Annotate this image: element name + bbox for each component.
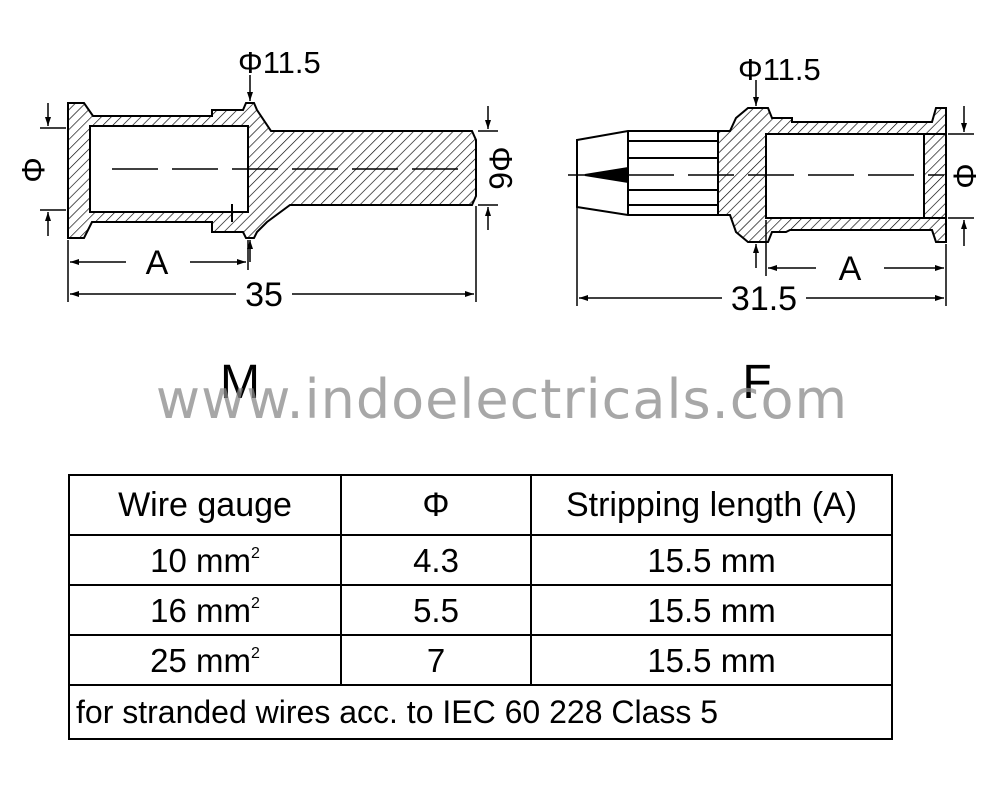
table-row: 16 mm2 5.5 15.5 mm [68, 584, 893, 636]
cell-phi: 7 [340, 634, 532, 686]
cell-wire-gauge: 16 mm2 [68, 584, 342, 636]
cell-stripping-length: 15.5 mm [530, 584, 893, 636]
wire-spec-table: Wire gauge Φ Stripping length (A) 10 mm2… [68, 474, 893, 740]
female-total-length-label: 31.5 [731, 280, 797, 318]
male-label: M [220, 356, 260, 409]
table-header-row: Wire gauge Φ Stripping length (A) [68, 474, 893, 536]
table-row: 10 mm2 4.3 15.5 mm [68, 534, 893, 586]
table-note-row: for stranded wires acc. to IEC 60 228 Cl… [68, 684, 893, 740]
female-strip-length-label: A [839, 250, 862, 288]
male-contact-drawing [40, 75, 498, 302]
male-pin-diameter-label: Φ6 [483, 146, 519, 189]
female-wire-diameter-label: Φ [947, 163, 983, 189]
cell-phi: 5.5 [340, 584, 532, 636]
female-flange-diameter-label: Φ11.5 [738, 52, 821, 87]
header-phi: Φ [340, 474, 532, 536]
cell-phi: 4.3 [340, 534, 532, 586]
watermark-text: www.indoelectricals.com [156, 368, 848, 431]
cell-wire-gauge: 25 mm2 [68, 634, 342, 686]
cell-stripping-length: 15.5 mm [530, 534, 893, 586]
table-note: for stranded wires acc. to IEC 60 228 Cl… [68, 684, 893, 740]
male-total-length-label: 35 [245, 276, 283, 314]
male-strip-length-label: A [146, 244, 169, 282]
header-wire-gauge: Wire gauge [68, 474, 342, 536]
header-stripping-length: Stripping length (A) [530, 474, 893, 536]
male-flange-diameter-label: Φ11.5 [238, 45, 321, 80]
female-label: F [742, 356, 771, 409]
cell-stripping-length: 15.5 mm [530, 634, 893, 686]
male-wire-diameter-label: Φ [15, 157, 51, 183]
table-row: 25 mm2 7 15.5 mm [68, 634, 893, 686]
cell-wire-gauge: 10 mm2 [68, 534, 342, 586]
female-contact-drawing [568, 80, 974, 306]
